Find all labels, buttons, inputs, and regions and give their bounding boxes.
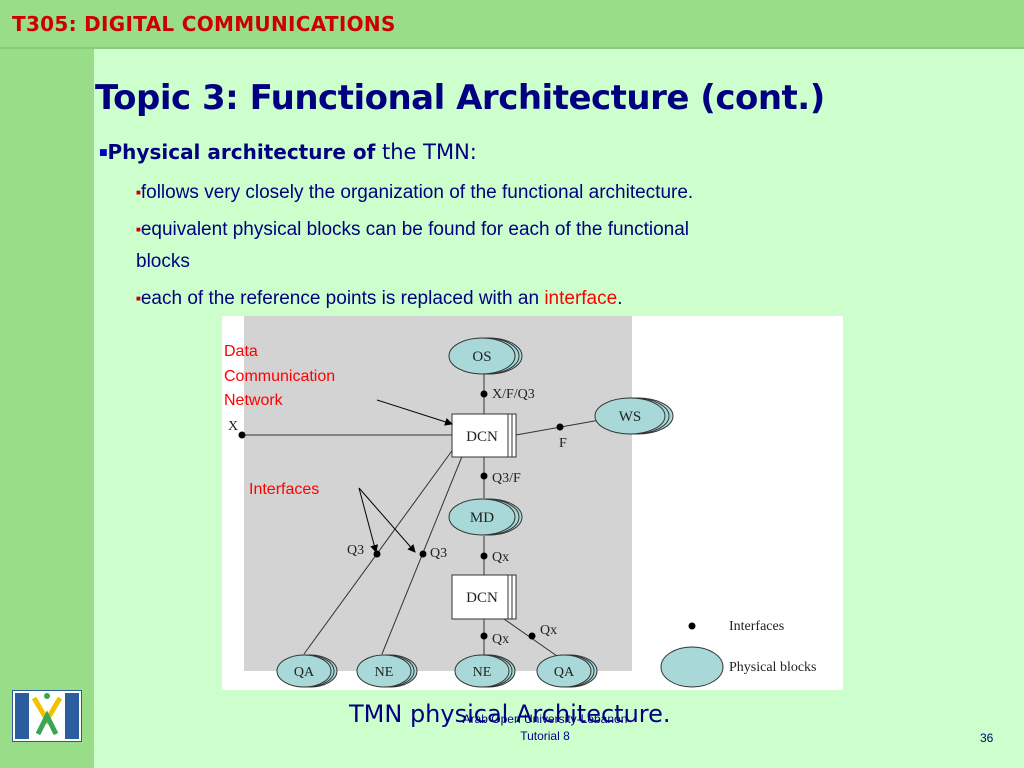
tmn-diagram-svg: OS WS DCN MD DCN	[224, 316, 817, 688]
bullet1-rest: the TMN:	[375, 140, 477, 164]
node-dcn-top: DCN	[451, 413, 517, 458]
bullet-square-icon: ■	[99, 148, 108, 158]
sub3-pre: each of the reference points is replaced…	[140, 288, 545, 309]
annot-dcn-line3: Network	[224, 392, 284, 409]
sub2-line2: blocks	[136, 251, 190, 272]
node-ne-left: NE	[356, 654, 418, 688]
sub3-highlight: interface	[544, 288, 618, 309]
slide-title: Topic 3: Functional Architecture (cont.)	[95, 78, 825, 118]
footer-university: Arab Open University-Lebanon	[462, 712, 628, 726]
node-dcn-bottom-label: DCN	[466, 590, 498, 606]
node-ne-right-label: NE	[473, 665, 492, 680]
node-os-label: OS	[472, 349, 491, 365]
label-qx-md: Qx	[492, 550, 509, 565]
node-md-label: MD	[470, 510, 494, 526]
legend-physical-blocks: Physical blocks	[729, 660, 817, 675]
label-q3f: Q3/F	[492, 471, 521, 486]
node-ws-label: WS	[619, 409, 642, 425]
sub-bullet-2-cont: blocks	[136, 251, 190, 273]
node-os: OS	[448, 337, 523, 375]
legend-block-ellipse	[660, 646, 724, 688]
bullet-square-icon: ■	[136, 225, 141, 235]
node-ws: WS	[594, 397, 674, 435]
label-qx-qa: Qx	[540, 623, 557, 638]
footer: Arab Open University-Lebanon Tutorial 8	[410, 711, 680, 745]
bullet-square-icon: ■	[136, 294, 141, 304]
label-x: X	[228, 419, 238, 434]
node-ne-left-label: NE	[375, 665, 394, 680]
sub-bullet-1: ■follows very closely the organization o…	[136, 182, 693, 204]
annot-dcn-line1: Data	[224, 343, 258, 360]
page-number: 36	[980, 731, 994, 745]
node-dcn-top-label: DCN	[466, 429, 498, 445]
diagram-grey-panel	[244, 316, 632, 671]
tmn-diagram: OS WS DCN MD DCN	[222, 316, 843, 690]
node-dcn-bottom: DCN	[451, 574, 517, 620]
annot-interfaces: Interfaces	[249, 481, 319, 498]
label-xfq3: X/F/Q3	[492, 387, 535, 402]
left-sidebar	[0, 49, 94, 768]
sub-bullet-2: ■equivalent physical blocks can be found…	[136, 219, 689, 241]
sub1-text: follows very closely the organization of…	[140, 182, 694, 203]
header-bar: T305: DIGITAL COMMUNICATIONS	[0, 0, 1024, 49]
node-md: MD	[448, 498, 523, 536]
label-q3-mid: Q3	[430, 546, 447, 561]
legend-interface-dot	[688, 622, 696, 630]
sub2-line1: equivalent physical blocks can be found …	[140, 219, 690, 240]
node-qa-right: QA	[536, 654, 598, 688]
annot-dcn-line2: Communication	[224, 368, 335, 385]
bullet-square-icon: ■	[136, 188, 141, 198]
label-f: F	[559, 436, 567, 451]
sub-bullet-3: ■each of the reference points is replace…	[136, 288, 622, 310]
label-q3-left: Q3	[347, 543, 364, 558]
node-ne-right: NE	[454, 654, 516, 688]
legend-interfaces: Interfaces	[729, 619, 784, 634]
bullet1-bold: Physical architecture of	[107, 140, 376, 164]
university-logo	[12, 690, 82, 742]
footer-tutorial: Tutorial 8	[520, 729, 570, 743]
course-title: T305: DIGITAL COMMUNICATIONS	[12, 12, 396, 36]
node-qa-left: QA	[276, 654, 338, 688]
label-qx-ne: Qx	[492, 632, 509, 647]
sub3-post: .	[617, 288, 623, 309]
node-qa-right-label: QA	[554, 665, 575, 680]
bullet-physical-architecture: ■Physical architecture of the TMN:	[99, 140, 477, 164]
figure-caption: TMN physical Architecture.	[349, 700, 671, 728]
node-qa-left-label: QA	[294, 665, 315, 680]
